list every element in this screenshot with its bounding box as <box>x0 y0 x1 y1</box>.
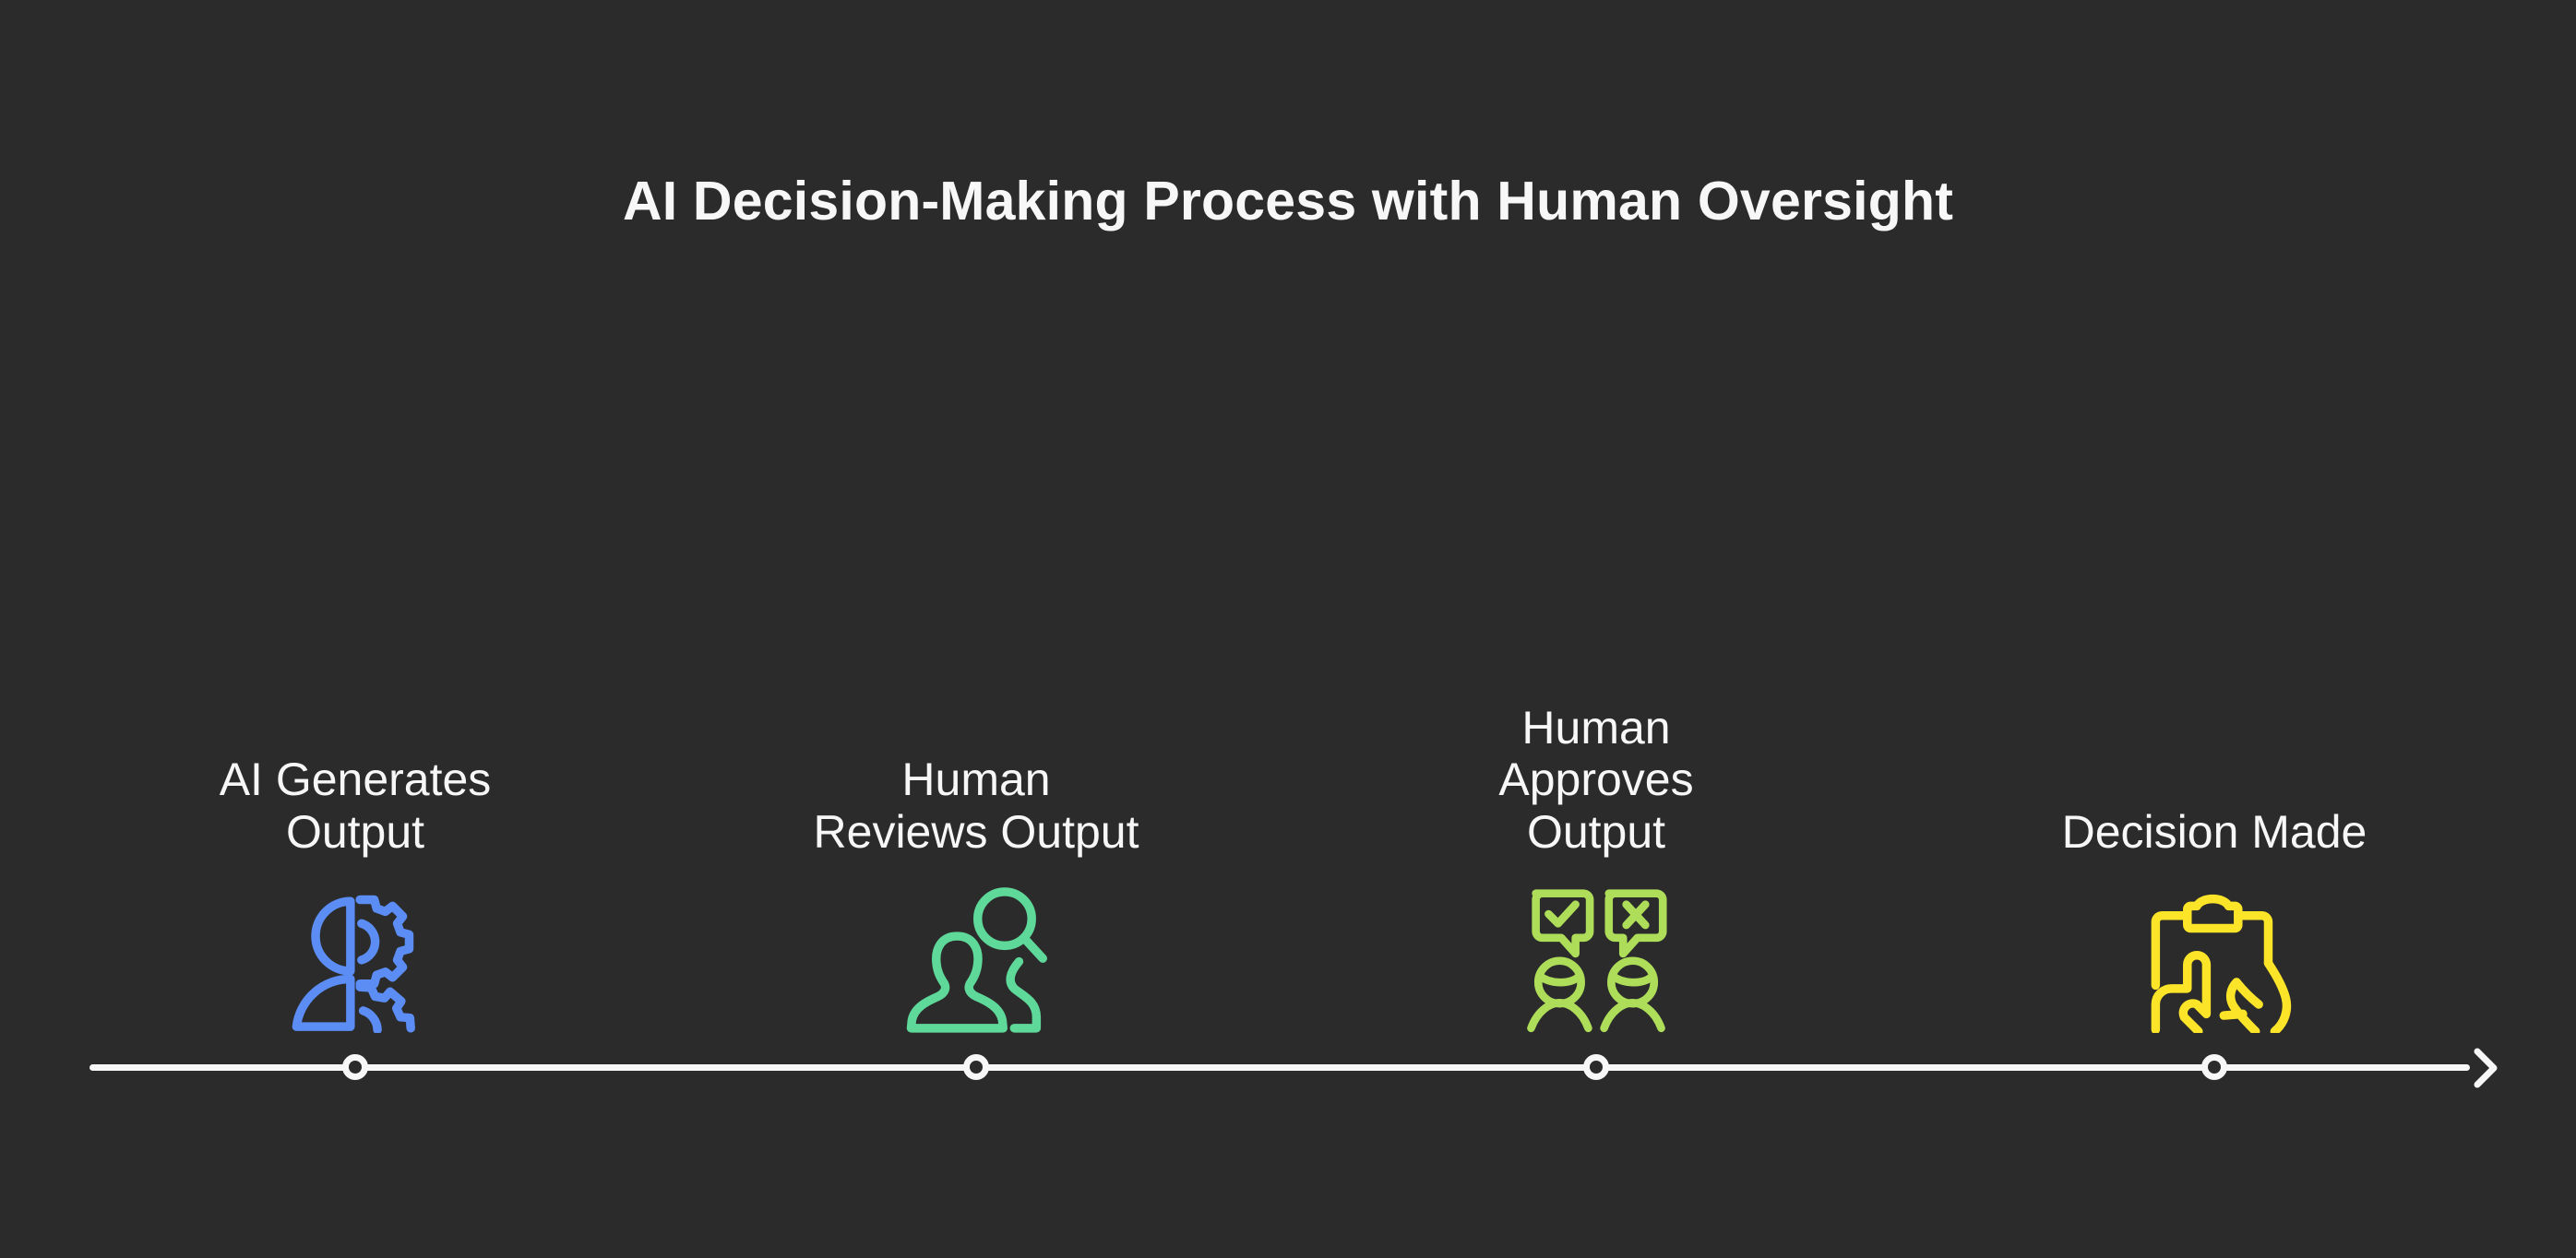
page-title: AI Decision-Making Process with Human Ov… <box>622 171 1954 231</box>
clipboard-hand-icon <box>2135 874 2294 1033</box>
person-magnifier-icon <box>897 874 1055 1033</box>
timeline-step-1[interactable]: AI Generates Output <box>138 754 572 1033</box>
ai-brain-gear-icon <box>276 874 435 1033</box>
arrow-right-icon <box>2440 1035 2507 1101</box>
timeline-marker-3[interactable] <box>1583 1054 1609 1080</box>
step-label-3: Human Approves Output <box>1498 701 1694 858</box>
timeline-marker-1[interactable] <box>342 1054 368 1080</box>
approve-bubble <box>1532 889 1594 958</box>
two-people-approve-reject-icon <box>1517 874 1676 1033</box>
timeline-step-3[interactable]: Human Approves Output <box>1379 702 1813 1034</box>
reject-bubble <box>1604 889 1667 958</box>
step-label-4: Decision Made <box>2061 805 2367 858</box>
step-label-2: Human Reviews Output <box>813 754 1139 858</box>
step-label-1: AI Generates Output <box>219 754 492 858</box>
timeline-step-4[interactable]: Decision Made <box>1998 805 2431 1033</box>
timeline-step-2[interactable]: Human Reviews Output <box>759 754 1193 1033</box>
timeline-marker-2[interactable] <box>963 1054 989 1080</box>
timeline-line <box>89 1064 2470 1071</box>
timeline-axis <box>89 1048 2510 1088</box>
timeline-marker-4[interactable] <box>2201 1054 2227 1080</box>
check-icon <box>1544 900 1580 928</box>
